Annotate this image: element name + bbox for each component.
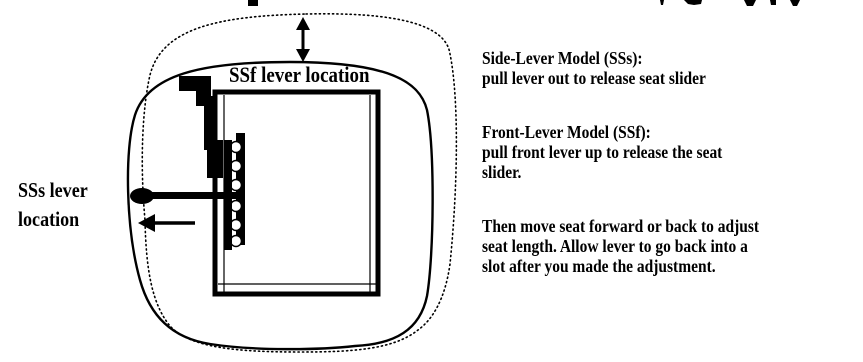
instruction-line: pull front lever up to release the seat	[482, 142, 723, 162]
sss-lever-label-line: SSs lever	[18, 178, 88, 202]
instruction-heading: Side-Lever Model (SSs):	[482, 48, 643, 68]
seat-outline	[126, 60, 434, 351]
side-lever-instructions: Side-Lever Model (SSs): pull lever out t…	[482, 48, 706, 88]
slide-range-arrow-icon	[296, 17, 310, 62]
sss-lever-location-label: SSs lever location	[18, 176, 88, 234]
lever-slot-rail	[224, 133, 245, 250]
front-lever-instructions: Front-Lever Model (SSf): pull front leve…	[482, 122, 722, 182]
instruction-heading: Front-Lever Model (SSf):	[482, 122, 651, 142]
instruction-line: pull lever out to release seat slider	[482, 68, 706, 88]
ssf-lever	[179, 76, 223, 178]
ssf-lever-location-label: SSf lever location	[229, 62, 370, 87]
instruction-line: slot after you made the adjustment.	[482, 256, 716, 276]
cropped-heading-fragment	[248, 0, 800, 6]
instruction-line: seat length. Allow lever to go back into…	[482, 236, 748, 256]
sss-lever	[130, 188, 240, 204]
sss-lever-label-line: location	[18, 207, 80, 231]
instruction-line: Then move seat forward or back to adjust	[482, 216, 760, 236]
pull-direction-arrow-icon	[138, 214, 195, 232]
adjustment-instructions: Then move seat forward or back to adjust…	[482, 216, 759, 276]
instruction-line: slider.	[482, 162, 522, 182]
